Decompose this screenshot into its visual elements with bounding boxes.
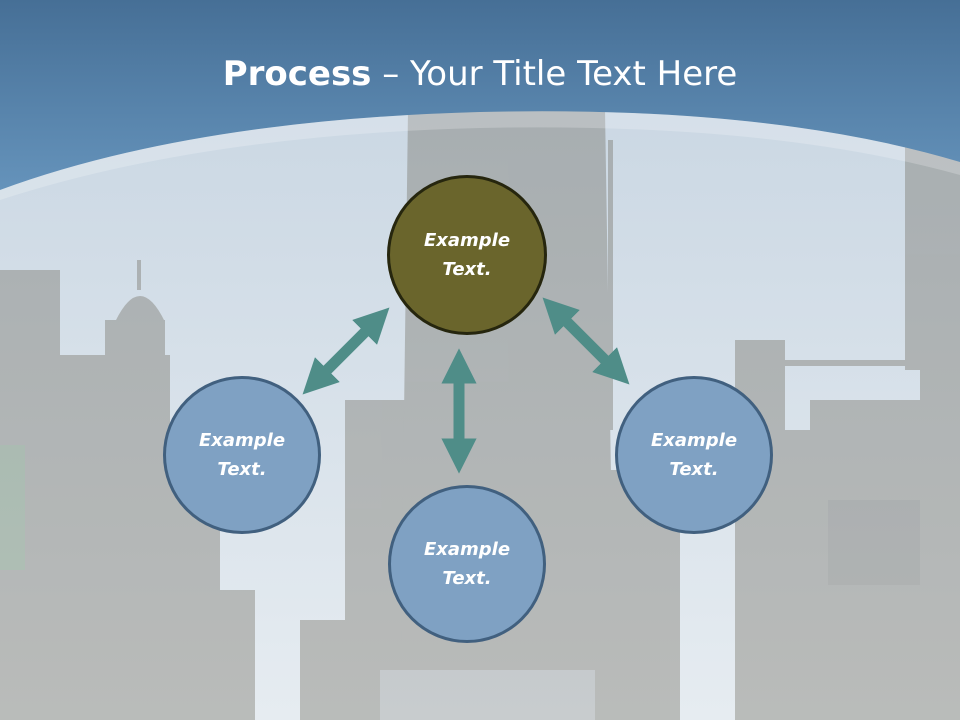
arrow-top-left [302, 307, 390, 395]
header-band [0, 0, 960, 190]
title-rest: – Your Title Text Here [371, 54, 738, 94]
circle-top: Example Text. [387, 175, 547, 335]
circle-bottom: Example Text. [388, 485, 546, 643]
circle-right: Example Text. [615, 376, 773, 534]
title-bold: Process [222, 54, 372, 94]
arrow-top-right [542, 297, 630, 385]
header-curve-highlight [0, 111, 960, 200]
circle-left: Example Text. [163, 376, 321, 534]
slide-title: Process – Your Title Text Here [0, 52, 960, 96]
